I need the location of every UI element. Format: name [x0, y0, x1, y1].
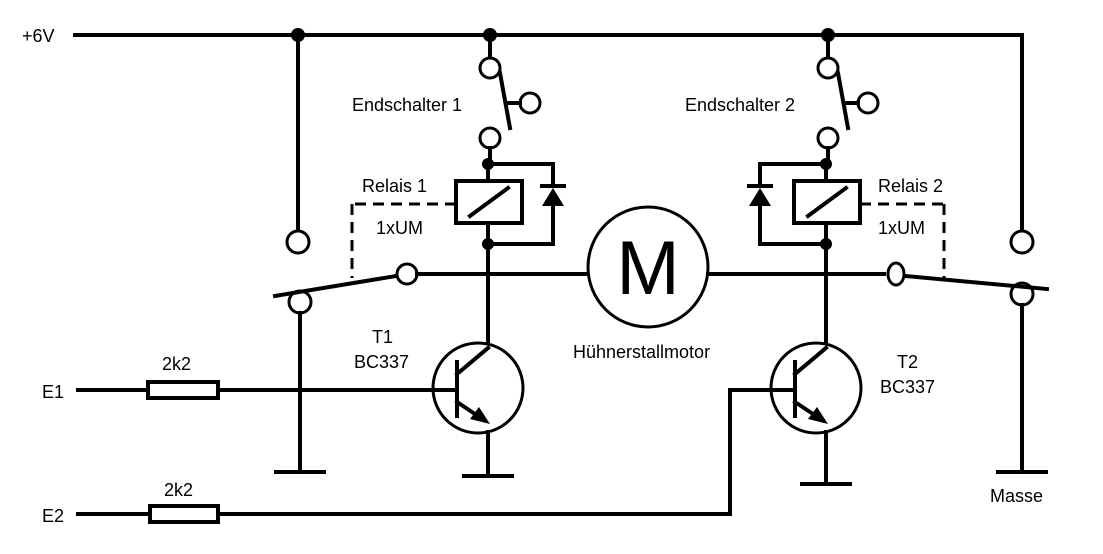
transistor-t1	[431, 242, 525, 478]
input-e2-path	[76, 388, 797, 524]
limit-switch-1	[478, 33, 542, 166]
relay-1-switch	[272, 229, 590, 474]
motor	[586, 205, 886, 329]
resistor-2-label: 2k2	[164, 480, 193, 500]
t1-type-label: BC337	[354, 352, 409, 372]
resistor-1-label: 2k2	[162, 354, 191, 374]
t1-name-label: T1	[372, 327, 393, 347]
input-e2-label: E2	[42, 506, 64, 526]
input-e1-label: E1	[42, 382, 64, 402]
relay-1	[350, 158, 566, 278]
relay-1-type-label: 1xUM	[376, 218, 423, 238]
relay-2-switch	[886, 229, 1050, 474]
supply-label: +6V	[22, 26, 55, 46]
relay-2-label: Relais 2	[878, 176, 943, 196]
ground-label: Masse	[990, 486, 1043, 506]
t2-name-label: T2	[897, 352, 918, 372]
limit-switch-2	[816, 33, 880, 166]
t2-type-label: BC337	[880, 377, 935, 397]
limit-switch-1-label: Endschalter 1	[352, 95, 462, 115]
relay-2-type-label: 1xUM	[878, 218, 925, 238]
motor-label: Hühnerstallmotor	[573, 342, 710, 362]
motor-symbol: M	[616, 226, 679, 311]
relay-1-label: Relais 1	[362, 176, 427, 196]
limit-switch-2-label: Endschalter 2	[685, 95, 795, 115]
input-e1-path	[76, 380, 459, 400]
transistor-t2	[769, 242, 863, 486]
relay-2	[747, 158, 946, 278]
